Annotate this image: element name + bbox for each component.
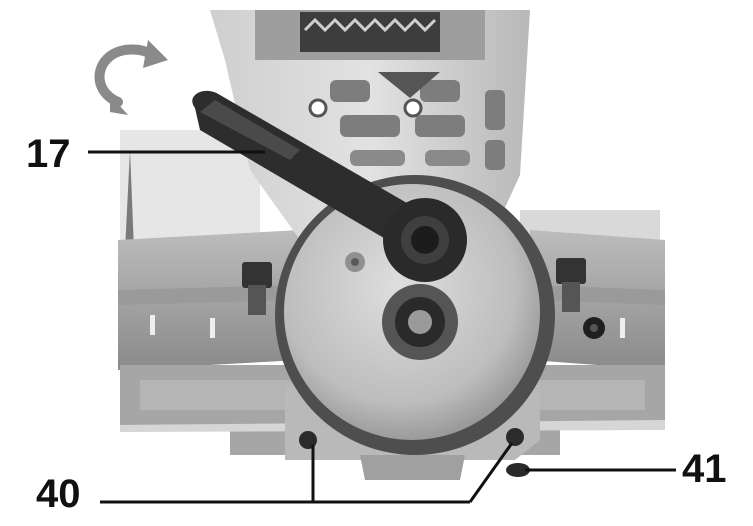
- side-clamps: [242, 258, 605, 339]
- locking-handle: [192, 90, 467, 282]
- bevel-housing: [275, 175, 555, 480]
- callout-41: 41: [682, 447, 727, 491]
- curved-arrow-icon: [94, 40, 168, 115]
- leader-lines: [88, 150, 676, 504]
- callout-40: 40: [36, 472, 81, 516]
- callout-17: 17: [26, 132, 71, 176]
